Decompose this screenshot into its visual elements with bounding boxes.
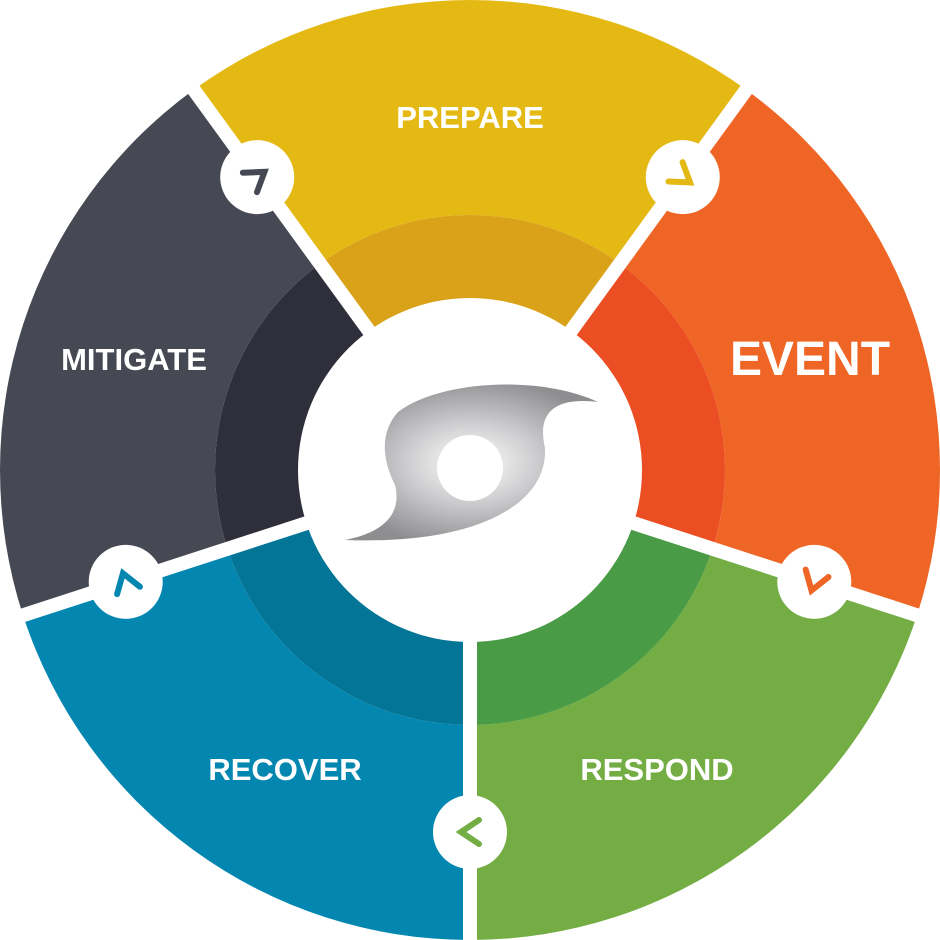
arrow-badge-circle: [777, 544, 852, 619]
arrow-badge-recover-to-mitigate: [88, 544, 163, 619]
separator-line: [563, 82, 755, 339]
separator-line: [17, 515, 313, 624]
hurricane-icon: [345, 384, 598, 541]
stage-label-recover: RECOVER: [208, 752, 361, 787]
segment-outer-prepare: [193, 0, 747, 264]
segment-outer-event: [619, 89, 940, 616]
segment-inner-respond: [470, 522, 713, 725]
arrow-badge-circle: [433, 795, 507, 869]
segment-separators: [17, 82, 923, 940]
stage-label-event: EVENT: [730, 333, 890, 386]
stage-label-respond: RESPOND: [580, 752, 733, 787]
segment-inner-mitigate: [214, 263, 371, 549]
chevron-icon: [802, 566, 832, 596]
stage-label-mitigate: MITIGATE: [61, 342, 207, 377]
segment-inner-prepare: [320, 214, 620, 333]
segment-inner-recover: [227, 522, 470, 725]
arrow-badge-circle: [645, 140, 720, 215]
separator-line: [627, 515, 923, 624]
separator-line: [185, 82, 377, 339]
arrow-badge-event-to-respond: [777, 544, 852, 619]
segment-outer-respond: [470, 548, 917, 940]
arrow-badge-prepare-to-event: [645, 140, 720, 215]
segment-outer-recover: [23, 548, 470, 940]
segment-inner-event: [569, 263, 726, 549]
arrow-badge-respond-to-recover: [433, 795, 507, 869]
segment-outer-mitigate: [0, 89, 321, 616]
chevron-icon: [239, 168, 269, 196]
stage-label-prepare: PREPARE: [396, 100, 544, 135]
cycle-arrows: [88, 140, 852, 869]
arrow-badge-circle: [88, 544, 163, 619]
arrow-badge-circle: [220, 140, 295, 215]
chevron-icon: [455, 817, 482, 847]
chevron-icon: [114, 568, 143, 598]
chevron-icon: [665, 159, 695, 186]
arrow-badge-mitigate-to-prepare: [220, 140, 295, 215]
